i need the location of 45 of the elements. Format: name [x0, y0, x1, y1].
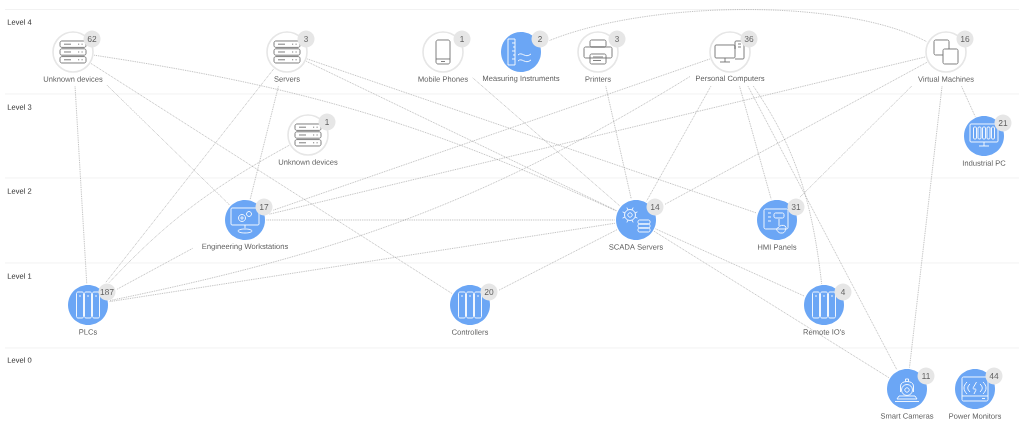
count-badge: 31 — [787, 198, 805, 216]
connector-line — [108, 76, 691, 301]
connector-line — [472, 77, 621, 207]
connector-line — [747, 86, 898, 371]
connector-line — [605, 86, 632, 200]
connector-line — [106, 84, 230, 206]
connector-line — [498, 229, 618, 291]
connector-line — [249, 86, 279, 200]
connector-line — [74, 86, 88, 284]
count-badge: 16 — [956, 30, 974, 48]
connector-line — [664, 61, 928, 205]
count-badge: 2 — [531, 30, 549, 48]
connector-line — [105, 68, 275, 283]
count-badge: 44 — [985, 367, 1003, 385]
connector-line — [108, 145, 290, 283]
connector-line — [269, 56, 926, 215]
connector-line — [653, 231, 890, 378]
count-badge: 1 — [453, 30, 471, 48]
connector-line — [116, 248, 193, 290]
connector-line — [90, 63, 453, 294]
connector-line — [272, 58, 710, 211]
count-badge: 36 — [740, 30, 758, 48]
count-badge: 20 — [480, 283, 498, 301]
count-badge: 21 — [994, 114, 1012, 132]
connector-line — [739, 86, 772, 200]
count-badge: 11 — [917, 367, 935, 385]
connector-line — [108, 223, 616, 302]
count-badge: 17 — [255, 198, 273, 216]
connector-line — [93, 54, 617, 212]
connector-line — [753, 85, 822, 284]
count-badge: 62 — [83, 30, 101, 48]
connector-line — [646, 86, 712, 202]
count-badge: 14 — [646, 198, 664, 216]
count-badge: 187 — [98, 283, 116, 301]
connector-line — [909, 86, 943, 368]
count-badge: 1 — [318, 113, 336, 131]
connector-line — [307, 58, 757, 214]
connector-line — [306, 61, 617, 211]
connector-line — [549, 9, 928, 43]
count-badge: 3 — [297, 30, 315, 48]
count-badge: 3 — [608, 30, 626, 48]
count-badge: 4 — [834, 283, 852, 301]
connector-line — [655, 228, 805, 297]
connector-line — [799, 85, 913, 199]
connector-line — [961, 86, 976, 117]
